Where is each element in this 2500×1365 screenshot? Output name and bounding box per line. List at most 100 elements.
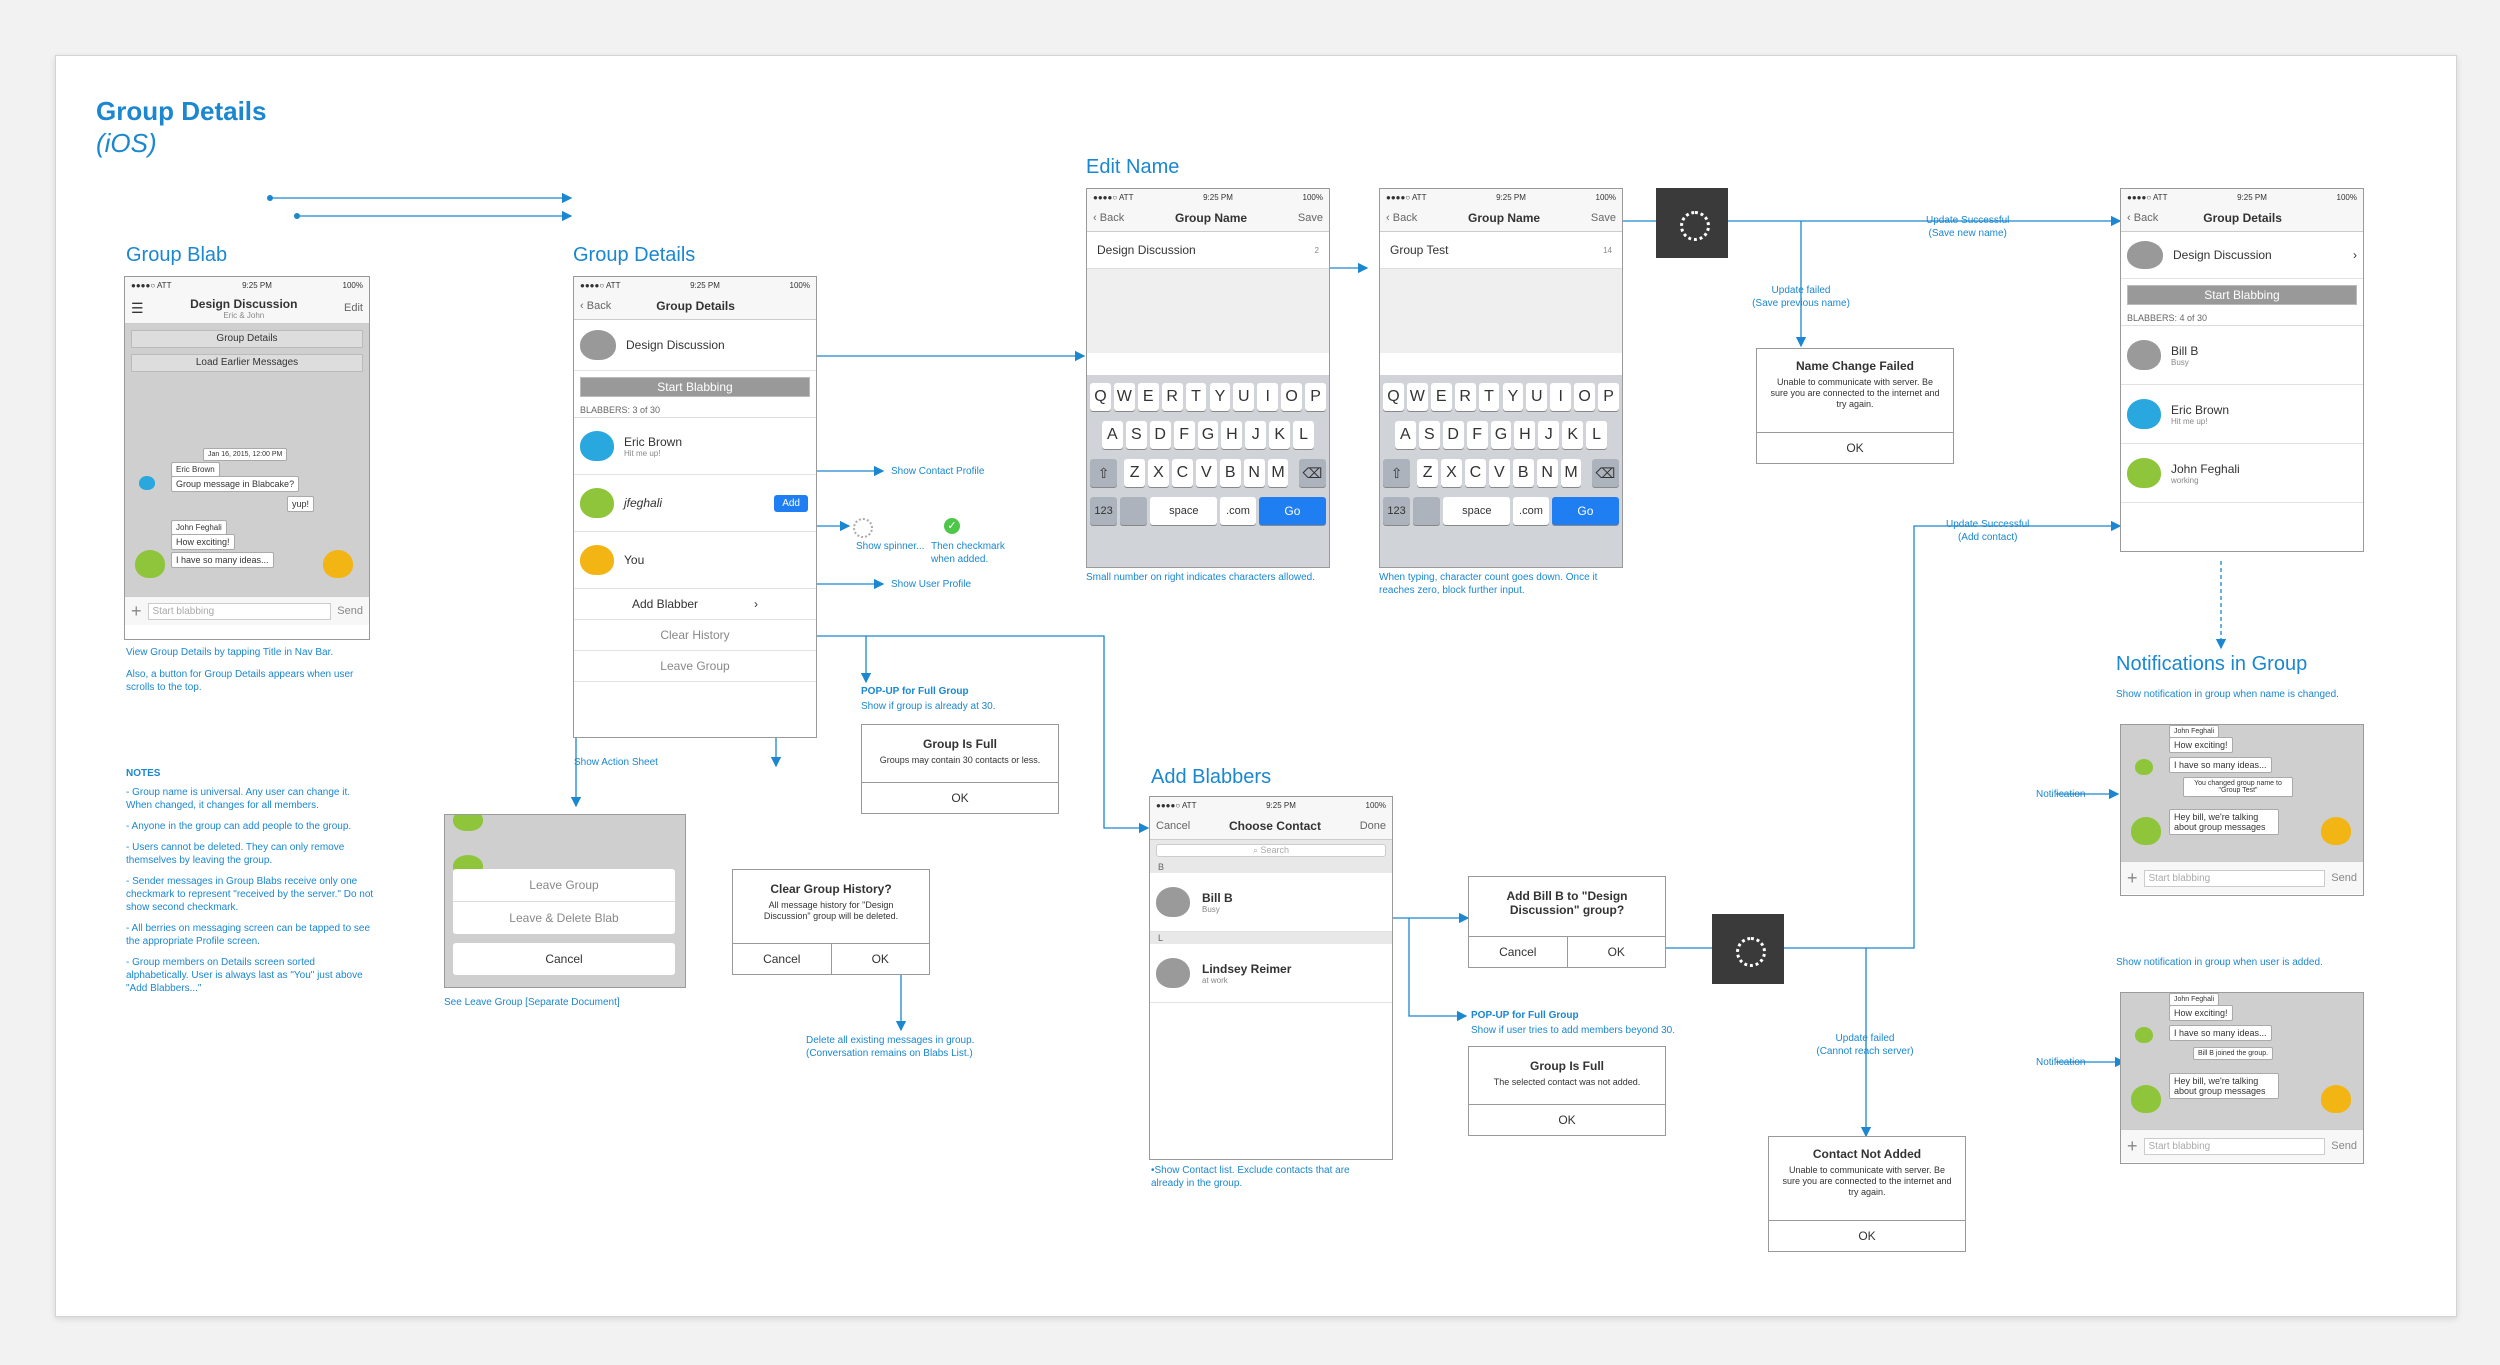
key-u[interactable]: U <box>1526 383 1548 411</box>
key-m[interactable]: M <box>1560 459 1582 487</box>
cancel-button[interactable]: Cancel <box>1156 820 1191 832</box>
key-t[interactable]: T <box>1185 383 1207 411</box>
message-input[interactable]: Start blabbing <box>2143 1137 2326 1155</box>
message-input[interactable]: Start blabbing <box>2143 869 2326 887</box>
key-u[interactable]: U <box>1233 383 1255 411</box>
key-l[interactable]: L <box>1293 421 1315 449</box>
dotcom-key[interactable]: .com <box>1220 497 1256 525</box>
delete-key-icon[interactable]: ⌫ <box>1591 459 1619 487</box>
done-button[interactable]: Done <box>1359 820 1386 832</box>
key-a[interactable]: A <box>1101 421 1123 449</box>
dotcom-key[interactable]: .com <box>1513 497 1549 525</box>
orange-berry-avatar[interactable] <box>2321 817 2351 845</box>
key-c[interactable]: C <box>1171 459 1193 487</box>
blue-berry-avatar[interactable] <box>139 476 155 490</box>
space-key[interactable]: space <box>1150 497 1218 525</box>
go-key[interactable]: Go <box>1258 497 1326 525</box>
key-x[interactable]: X <box>1441 459 1462 487</box>
save-button[interactable]: Save <box>1590 212 1616 224</box>
save-button[interactable]: Save <box>1297 212 1323 224</box>
globe-key[interactable] <box>1120 497 1148 525</box>
back-button[interactable]: ‹ Back <box>1386 212 1418 224</box>
clear-history-button[interactable]: Clear History <box>574 620 816 651</box>
group-name-row[interactable]: Design Discussion <box>574 320 816 371</box>
key-x[interactable]: X <box>1148 459 1169 487</box>
key-c[interactable]: C <box>1464 459 1486 487</box>
key-d[interactable]: D <box>1442 421 1464 449</box>
green-berry-avatar[interactable] <box>135 550 165 578</box>
key-s[interactable]: S <box>1418 421 1440 449</box>
back-button[interactable]: ‹ Back <box>2127 212 2159 224</box>
key-a[interactable]: A <box>1394 421 1416 449</box>
key-r[interactable]: R <box>1161 383 1183 411</box>
numbers-key[interactable]: 123 <box>1383 497 1411 525</box>
key-d[interactable]: D <box>1149 421 1171 449</box>
add-blabber-row[interactable]: Add Blabber› <box>574 589 816 620</box>
key-g[interactable]: G <box>1490 421 1512 449</box>
key-n[interactable]: N <box>1536 459 1558 487</box>
send-button[interactable]: Send <box>2331 872 2357 884</box>
ok-button[interactable]: OK <box>1607 945 1625 959</box>
ok-button[interactable]: OK <box>871 952 889 966</box>
key-k[interactable]: K <box>1269 421 1291 449</box>
plus-icon[interactable]: + <box>131 600 142 621</box>
key-e[interactable]: E <box>1430 383 1452 411</box>
numbers-key[interactable]: 123 <box>1090 497 1118 525</box>
edit-button[interactable]: Edit <box>344 302 363 314</box>
key-o[interactable]: O <box>1574 383 1596 411</box>
key-o[interactable]: O <box>1281 383 1303 411</box>
cancel-button[interactable]: Cancel <box>453 943 675 975</box>
group-details-button[interactable]: Group Details <box>131 330 363 348</box>
orange-berry-avatar[interactable] <box>323 550 353 578</box>
leave-group-option[interactable]: Leave Group <box>453 869 675 902</box>
delete-key-icon[interactable]: ⌫ <box>1298 459 1326 487</box>
member-row[interactable]: You <box>574 532 816 589</box>
plus-icon[interactable]: + <box>2127 1135 2138 1156</box>
key-w[interactable]: W <box>1406 383 1428 411</box>
key-f[interactable]: F <box>1466 421 1488 449</box>
blab-title[interactable]: Design Discussion Eric & John <box>190 296 298 320</box>
key-p[interactable]: P <box>1305 383 1326 411</box>
key-i[interactable]: I <box>1550 383 1572 411</box>
green-berry-avatar[interactable] <box>2135 1027 2153 1043</box>
key-y[interactable]: Y <box>1502 383 1524 411</box>
green-berry-avatar[interactable] <box>2131 817 2161 845</box>
shift-key-icon[interactable]: ⇧ <box>1090 459 1118 487</box>
key-f[interactable]: F <box>1173 421 1195 449</box>
member-row[interactable]: jfeghali Add <box>574 475 816 532</box>
ok-button[interactable]: OK <box>862 782 1058 813</box>
search-input[interactable]: ⌕ Search <box>1156 844 1386 857</box>
add-button[interactable]: Add <box>774 494 808 512</box>
orange-berry-avatar[interactable] <box>2321 1085 2351 1113</box>
key-s[interactable]: S <box>1125 421 1147 449</box>
go-key[interactable]: Go <box>1551 497 1619 525</box>
send-button[interactable]: Send <box>337 605 363 617</box>
key-k[interactable]: K <box>1562 421 1584 449</box>
key-r[interactable]: R <box>1454 383 1476 411</box>
green-berry-avatar[interactable] <box>2131 1085 2161 1113</box>
key-v[interactable]: V <box>1488 459 1510 487</box>
key-g[interactable]: G <box>1197 421 1219 449</box>
green-berry-avatar[interactable] <box>2135 759 2153 775</box>
globe-key[interactable] <box>1413 497 1441 525</box>
key-t[interactable]: T <box>1478 383 1500 411</box>
key-b[interactable]: B <box>1512 459 1534 487</box>
key-y[interactable]: Y <box>1209 383 1231 411</box>
key-b[interactable]: B <box>1219 459 1241 487</box>
key-z[interactable]: Z <box>1417 459 1439 487</box>
back-button[interactable]: ‹ Back <box>1093 212 1125 224</box>
key-p[interactable]: P <box>1598 383 1619 411</box>
key-j[interactable]: J <box>1245 421 1267 449</box>
cancel-button[interactable]: Cancel <box>733 944 832 974</box>
key-q[interactable]: Q <box>1090 383 1111 411</box>
key-m[interactable]: M <box>1267 459 1289 487</box>
leave-delete-option[interactable]: Leave & Delete Blab <box>509 911 619 925</box>
leave-group-button[interactable]: Leave Group <box>574 651 816 682</box>
